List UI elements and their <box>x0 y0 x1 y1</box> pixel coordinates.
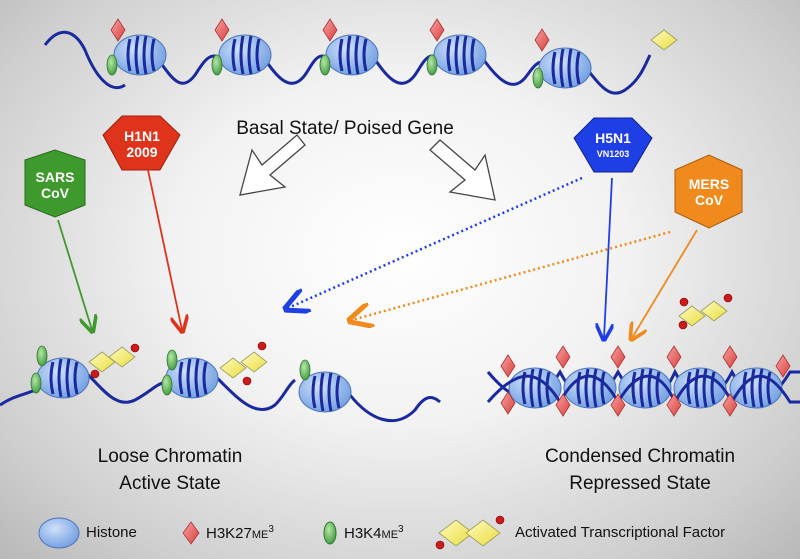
legend-histone-label: Histone <box>86 524 137 541</box>
legend <box>38 515 505 550</box>
loose-chromatin <box>0 341 441 423</box>
legend-h3k4-main: H3K4 <box>344 525 382 542</box>
legend-h3k27-label: H3K27ME3 <box>206 524 274 542</box>
basal-chromatin-fiber <box>43 18 678 95</box>
legend-factor-symbol <box>435 515 505 550</box>
mers-line1: MERS <box>688 176 730 192</box>
legend-h3k27-sup: 3 <box>268 524 274 535</box>
sars-label: SARS CoV <box>13 169 97 201</box>
legend-factor-label: Activated Transcriptional Factor <box>515 524 726 541</box>
legend-h3k4-symbol <box>323 521 337 545</box>
h5n1-hexagon <box>573 117 653 173</box>
condensed-chromatin <box>486 293 800 417</box>
basal-state-title: Basal State/ Poised Gene <box>236 118 454 139</box>
active-state-label: Loose Chromatin Active State <box>40 443 300 497</box>
histone-1 <box>113 34 167 76</box>
sars-arrow <box>57 219 92 330</box>
h1n1-line1: H1N1 <box>124 128 160 144</box>
white-arrow-left <box>239 134 306 196</box>
legend-histone-symbol <box>38 517 80 549</box>
mers-label: MERS CoV <box>667 176 751 208</box>
mers-cov-hexagon <box>674 154 743 229</box>
legend-h3k4-label: H3K4ME3 <box>344 524 404 542</box>
h5n1-line2: VN1203 <box>596 149 630 159</box>
legend-h3k4-sub: ME <box>381 529 399 541</box>
h1n1-hexagon <box>102 115 181 171</box>
mers-dotted-arrow <box>352 230 671 320</box>
h5n1-arrow <box>604 177 612 338</box>
mers-line2: CoV <box>695 192 723 208</box>
h5n1-dotted-arrow <box>288 176 583 308</box>
repressed-state-label: Condensed Chromatin Repressed State <box>500 443 780 497</box>
legend-h3k4-sup: 3 <box>398 524 404 535</box>
h5n1-label: H5N1 VN1203 <box>571 130 655 162</box>
sars-cov-hexagon <box>24 149 86 218</box>
h1n1-arrow <box>147 169 182 330</box>
sars-line2: CoV <box>41 185 69 201</box>
legend-h3k27-main: H3K27 <box>206 525 252 542</box>
legend-h3k27-sub: ME <box>251 529 269 541</box>
white-arrow-right <box>429 139 496 201</box>
active-line2: Active State <box>119 473 221 494</box>
h5n1-line1: H5N1 <box>595 130 631 146</box>
sars-line1: SARS <box>35 169 75 185</box>
h1n1-label: H1N1 2009 <box>100 128 184 160</box>
repressed-line1: Condensed Chromatin <box>544 446 736 467</box>
mers-arrow <box>632 229 698 338</box>
repressed-line2: Repressed State <box>569 473 711 494</box>
legend-h3k27-symbol <box>182 521 200 545</box>
active-line1: Loose Chromatin <box>97 446 243 467</box>
h1n1-line2: 2009 <box>126 144 158 160</box>
